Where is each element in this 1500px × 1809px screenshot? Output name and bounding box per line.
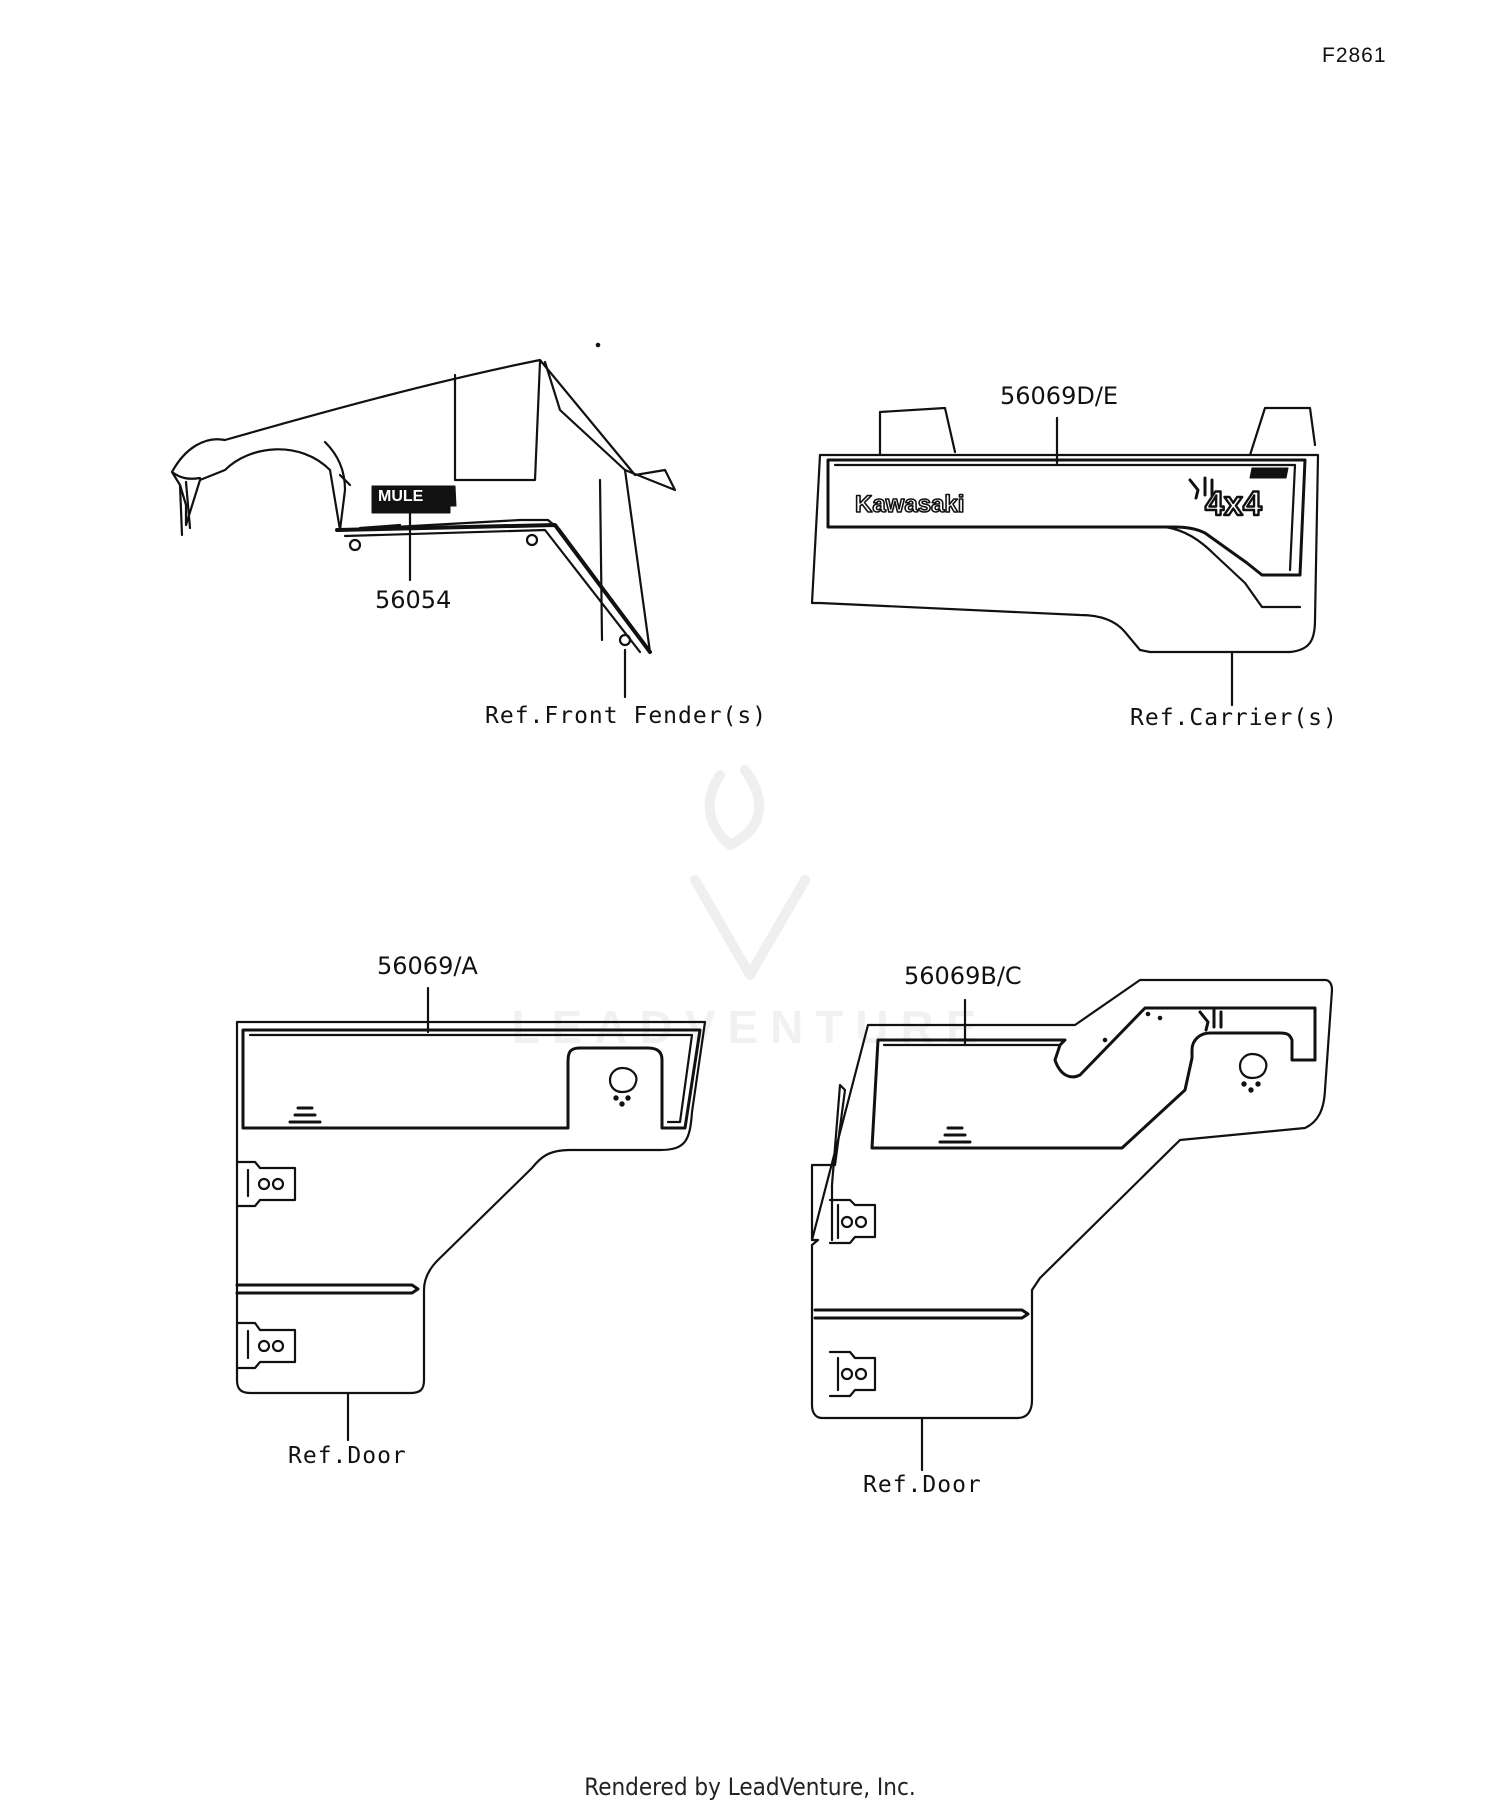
four-by-four-decal-text: 4x4 [1205, 485, 1262, 523]
ref-door-left: Ref.Door [288, 1443, 407, 1469]
callout-door-left-decal: 56069/A [377, 952, 478, 980]
light-icon [608, 1066, 638, 1094]
watermark-emblem [690, 765, 810, 980]
footer-credit: Rendered by LeadVenture, Inc. [584, 1773, 916, 1801]
callout-carrier-decal: 56069D/E [1000, 382, 1119, 410]
mule-decal-text: MULE [378, 488, 424, 505]
seat-icon [288, 1106, 322, 1124]
ref-carrier: Ref.Carrier(s) [1130, 705, 1338, 731]
wrench-icon [1198, 1008, 1223, 1032]
callout-door-right-decal: 56069B/C [904, 962, 1022, 990]
seat-icon [938, 1126, 972, 1144]
carrier-drawing: Kawasaki 4x4 [810, 406, 1320, 654]
right-door-drawing [810, 978, 1334, 1420]
front-fender-drawing: MULE [170, 342, 677, 654]
light-icon [1238, 1052, 1268, 1080]
figure-id: F2861 [1322, 44, 1387, 67]
callout-front-fender-decal: 56054 [375, 586, 452, 614]
badge-icon [1249, 467, 1289, 479]
left-door-drawing [235, 1020, 707, 1395]
kawasaki-decal-text: Kawasaki [855, 491, 964, 518]
ref-door-right: Ref.Door [863, 1472, 982, 1498]
ref-front-fender: Ref.Front Fender(s) [485, 703, 768, 729]
wrench-icon [1188, 476, 1214, 500]
